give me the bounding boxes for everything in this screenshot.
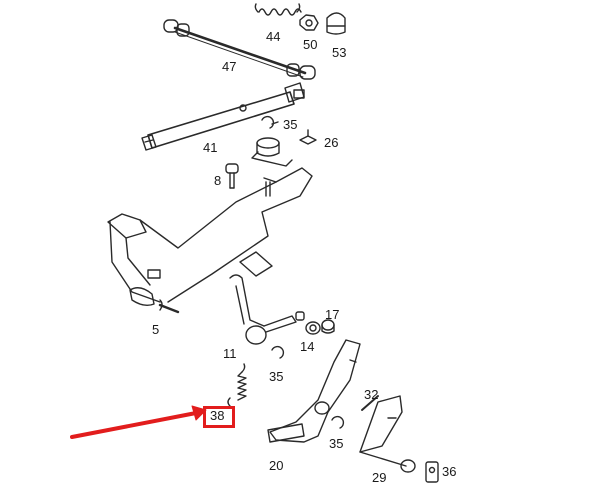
label-part-32: 32	[364, 387, 379, 402]
pin-part-32	[361, 395, 379, 411]
nut-part-50	[299, 14, 319, 31]
label-part-35-middle: 35	[269, 369, 284, 384]
label-part-14: 14	[300, 339, 315, 354]
lever-part-29	[359, 395, 416, 473]
label-part-35-upper: 35	[283, 117, 298, 132]
label-part-53: 53	[332, 45, 347, 60]
label-part-50: 50	[303, 37, 318, 52]
highlight-box-part-38	[203, 406, 235, 428]
bolt-part-8	[225, 163, 239, 189]
clip-part-35-middle	[271, 345, 285, 359]
label-part-5: 5	[152, 322, 160, 337]
label-part-41: 41	[203, 140, 218, 155]
spring-part-38	[227, 363, 247, 407]
label-part-20: 20	[269, 458, 284, 473]
arm-part-11	[229, 274, 305, 345]
rod-part-47	[163, 19, 316, 80]
label-part-29: 29	[372, 470, 387, 485]
label-part-8: 8	[214, 173, 222, 188]
clip-part-35-lower	[331, 415, 345, 429]
label-part-47: 47	[222, 59, 237, 74]
bushing-part-14	[305, 321, 321, 335]
label-part-17: 17	[325, 307, 340, 322]
spring-part-44	[254, 3, 302, 16]
highlight-arrow	[70, 405, 207, 439]
label-part-35-lower: 35	[329, 436, 344, 451]
clip-part-36	[425, 461, 439, 483]
cap-part-53	[326, 12, 346, 35]
bushing-part-17	[321, 319, 335, 334]
label-part-11: 11	[223, 346, 237, 361]
bracket-part-26	[251, 129, 317, 167]
label-part-26: 26	[324, 135, 339, 150]
label-part-38: 38	[210, 408, 225, 423]
label-part-36: 36	[442, 464, 457, 479]
pedal-part-20	[267, 339, 361, 443]
pedal-bracket-part-5	[107, 167, 313, 314]
bar-part-41	[141, 82, 305, 151]
clip-part-35-upper	[261, 115, 279, 129]
label-part-44: 44	[266, 29, 281, 44]
